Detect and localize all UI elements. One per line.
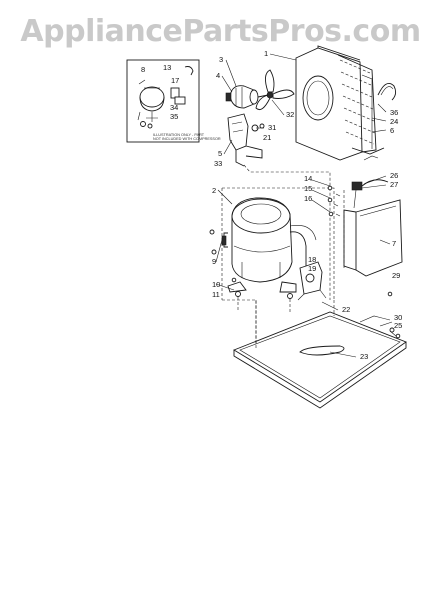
callout-24: 24 [390,117,398,126]
callout-30: 30 [394,313,402,322]
inset-compressor-detail: ILLUSTRATION ONLY - PART NOT INCLUDED WI… [126,59,221,143]
callout-35: 35 [170,112,178,121]
drain-tube [377,83,397,101]
compressor-enclosure-outline [221,187,335,300]
callout-32: 32 [286,110,294,119]
callout-16: 16 [304,194,312,203]
fan-blade [255,69,295,111]
compressor [221,197,317,283]
compressor-base-mounts [227,281,297,313]
callout-3: 3 [219,55,223,64]
callout-33: 33 [214,159,222,168]
callout-8: 8 [141,65,145,74]
callout-9: 9 [212,257,216,266]
callout-10: 10 [212,280,220,289]
callout-22: 22 [342,305,350,314]
fasteners [209,185,401,339]
callout-5: 5 [218,149,222,158]
fan-motor [225,85,269,109]
callout-leaders [215,53,397,358]
inset-note-line2: NOT INCLUDED WITH COMPRESSOR [153,137,221,141]
condenser-shroud [295,45,385,161]
callout-21: 21 [263,133,271,142]
callout-1: 1 [264,49,268,58]
callout-labels: 1 2 3 4 5 6 7 8 9 10 11 13 14 15 16 17 1… [141,49,402,361]
base-pan [232,300,407,409]
inset-note-line1: ILLUSTRATION ONLY - PART [153,133,205,137]
callout-26: 26 [390,171,398,180]
leader-line-base [222,299,257,344]
callout-18: 18 [308,255,316,264]
relay-bracket [297,261,327,301]
callout-34: 34 [170,103,178,112]
callout-29: 29 [392,271,400,280]
control-box [333,179,403,277]
callout-2: 2 [212,186,216,195]
callout-4: 4 [216,71,220,80]
callout-6: 6 [390,126,394,135]
callout-13: 13 [163,63,171,72]
callout-7: 7 [392,239,396,248]
callout-19: 19 [308,264,316,273]
callout-15: 15 [304,184,312,193]
callout-31: 31 [268,123,276,132]
callout-11: 11 [212,290,220,299]
callout-27: 27 [390,180,398,189]
callout-23: 23 [360,352,368,361]
callout-14: 14 [304,174,312,183]
watermark-logo: AppliancePartsPros.com [20,14,421,49]
motor-mount-bracket [227,113,265,167]
callout-36: 36 [390,108,398,117]
callout-25: 25 [394,321,402,330]
callout-17: 17 [171,76,179,85]
